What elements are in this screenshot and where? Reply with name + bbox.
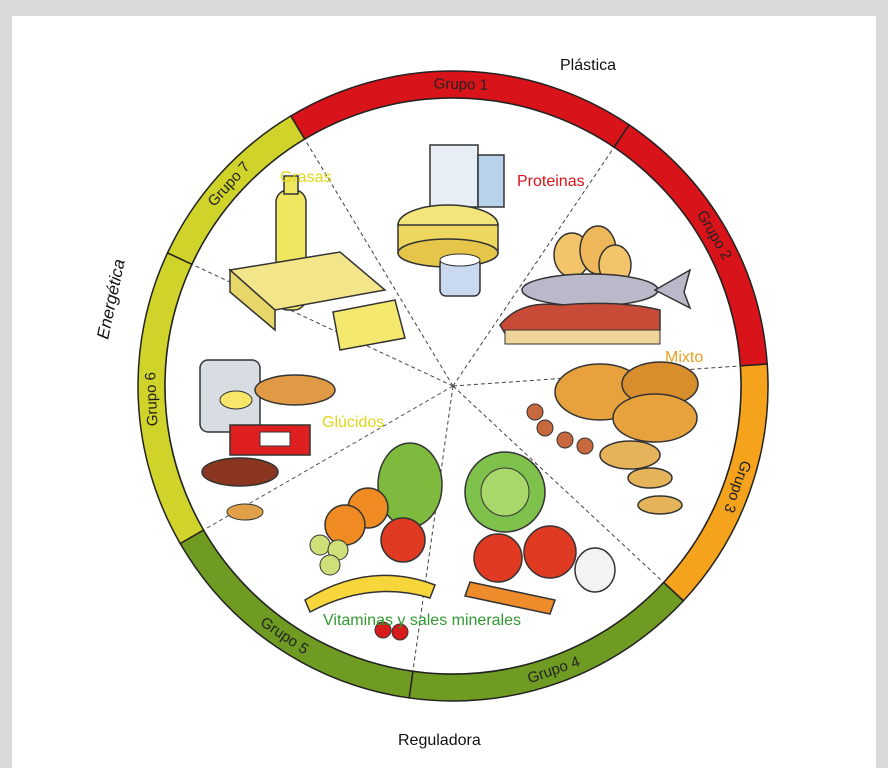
- function-label-plastica: Plástica: [560, 57, 616, 74]
- group-label-grupo-1: Grupo 1: [434, 75, 489, 93]
- food-label-vitaminas: Vitaminas y sales minerales: [323, 612, 521, 629]
- food-label-mixto: Mixto: [665, 349, 703, 366]
- food-label-grasas: Grasas: [280, 169, 332, 186]
- food-label-proteinas: Proteinas: [517, 173, 585, 190]
- group-label-grupo-6: Grupo 6: [142, 372, 161, 427]
- function-label-reguladora: Reguladora: [398, 732, 481, 749]
- food-label-glucidos: Glúcidos: [322, 414, 384, 431]
